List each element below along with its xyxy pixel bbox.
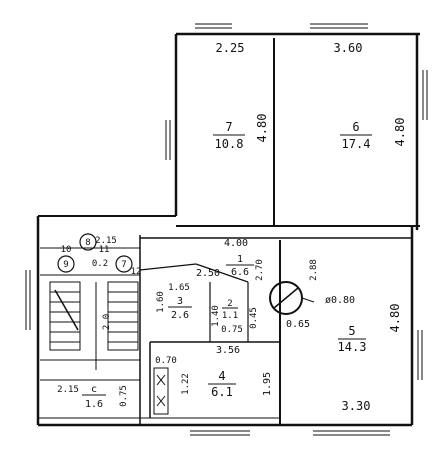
stair-dim-c: 2.0 <box>102 314 112 330</box>
room-5-dim-extra: 2.88 <box>309 259 319 281</box>
room-7-length: 4.80 <box>255 114 269 143</box>
room-6-length: 4.80 <box>393 118 407 147</box>
room-c-width: 2.15 <box>57 385 79 395</box>
room-1-length: 2.70 <box>255 259 265 281</box>
room-7-width: 2.25 <box>216 41 245 55</box>
marker-8: 8 <box>85 238 90 248</box>
room-3-width: 1.65 <box>168 283 190 293</box>
windows <box>25 23 428 436</box>
room-2-area: 1.1 <box>222 311 238 321</box>
room-5-width: 3.30 <box>342 399 371 413</box>
marker-7: 7 <box>121 260 126 270</box>
room-3-number: 3 <box>177 296 183 307</box>
chimney-stove <box>269 281 315 315</box>
marker-12: 12 <box>131 267 142 277</box>
room-6-width: 3.60 <box>334 41 363 55</box>
chimney-diameter: ø0.80 <box>325 295 355 306</box>
room-2-width: 0.75 <box>221 325 243 335</box>
marker-9: 9 <box>63 260 68 270</box>
wall-hall-diagonal-2 <box>195 263 249 283</box>
marker-10: 10 <box>61 245 72 255</box>
room-4-extra: 0.70 <box>155 356 177 366</box>
room-1-area: 6.6 <box>231 267 249 278</box>
room-4-side: 1.22 <box>181 373 191 395</box>
room-1-width: 4.00 <box>224 238 248 249</box>
room-4-length: 1.95 <box>262 372 273 396</box>
stair-marker-labels: 10 8 11 9 7 12 <box>61 238 142 277</box>
room-1-number: 1 <box>237 254 243 265</box>
room-labels: 7 10.8 6 17.4 1 6.6 3 2.6 2 1.1 4 6.1 5 … <box>82 120 372 410</box>
stair-dim-a: 2.15 <box>95 236 117 246</box>
room-c-number: c <box>91 384 97 395</box>
room-5-length: 4.80 <box>388 304 402 333</box>
dim-250: 2.50 <box>196 268 220 279</box>
marker-11: 11 <box>99 245 110 255</box>
room-c-length: 0.75 <box>119 385 129 407</box>
room-2-number: 2 <box>227 299 232 309</box>
room-4-number: 4 <box>218 369 225 383</box>
stove-dim: 0.65 <box>286 319 310 330</box>
sink-fixture <box>153 367 169 415</box>
dimension-labels: 2.25 4.80 3.60 4.80 4.00 2.70 2.50 1.65 … <box>57 41 407 413</box>
room-4-area: 6.1 <box>211 385 233 399</box>
room-2-length: 1.40 <box>211 305 221 327</box>
room-7-number: 7 <box>225 120 232 134</box>
room-7-area: 10.8 <box>215 137 244 151</box>
room-6-area: 17.4 <box>342 137 371 151</box>
dim-045: 0.45 <box>249 307 259 329</box>
stair-markers <box>57 233 133 273</box>
wall-hall-diagonal <box>139 263 197 271</box>
room-4-width: 3.56 <box>216 345 240 356</box>
room-5-number: 5 <box>348 324 355 338</box>
walls <box>36 32 420 427</box>
room-3-length: 1.60 <box>156 291 166 313</box>
room-5-area: 14.3 <box>338 340 367 354</box>
stair-dim-b: 0.2 <box>92 259 108 269</box>
room-3-area: 2.6 <box>171 310 189 321</box>
room-6-number: 6 <box>352 120 359 134</box>
stair <box>40 247 140 381</box>
room-c-area: 1.6 <box>85 399 103 410</box>
